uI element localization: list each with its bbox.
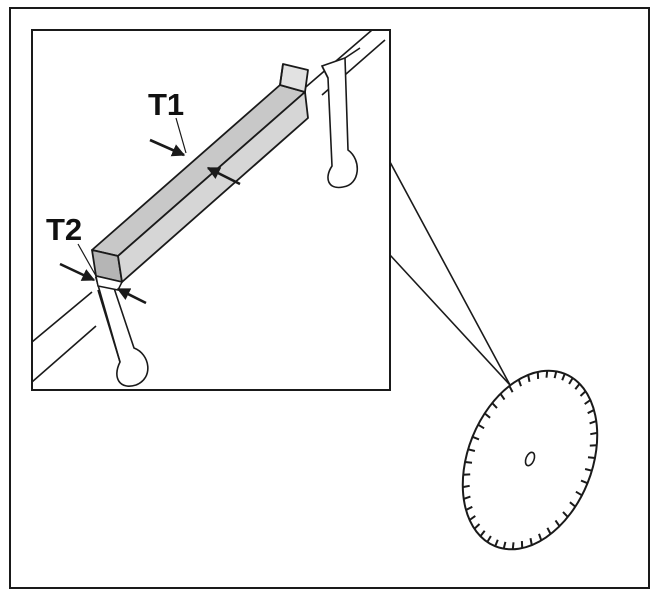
blade-tooth	[554, 519, 561, 527]
t2-arrow-left-icon	[59, 262, 96, 282]
t2-arrow-right-icon	[116, 287, 147, 305]
blade-tooth	[574, 383, 581, 390]
blade-tooth	[469, 515, 476, 521]
saw-blade	[461, 369, 599, 551]
t2-dimension: T2	[46, 212, 147, 305]
blade-tooth	[562, 511, 569, 518]
blade-tooth	[587, 409, 595, 415]
blade-tooth	[538, 533, 543, 541]
gullet-left	[94, 276, 149, 387]
blade-tooth	[517, 379, 522, 387]
blade-tooth	[568, 377, 574, 385]
blade-tooth	[584, 468, 593, 472]
blade-tooth	[491, 402, 498, 409]
blade-tooth	[486, 535, 492, 543]
projection-line-lower	[389, 254, 511, 386]
diamond-segment	[91, 63, 309, 283]
segment-top-face	[117, 91, 309, 283]
blade-tooth	[580, 479, 588, 485]
blade-teeth	[462, 370, 598, 550]
blade-tooth	[546, 527, 552, 535]
t1-arrow-right-icon	[206, 166, 241, 186]
segment-ridge	[279, 63, 284, 86]
blade-tooth	[561, 373, 566, 381]
projection-line-upper	[389, 161, 511, 386]
blade-tooth	[529, 538, 533, 546]
blade-disc	[461, 369, 599, 551]
blade-tooth	[462, 484, 470, 489]
blade-arbor-hole	[524, 451, 536, 467]
blade-tooth	[508, 385, 514, 393]
detail-inset: T1 T2	[31, 29, 391, 391]
blade-tooth	[511, 542, 515, 550]
blade-tooth	[464, 461, 473, 464]
blade-tooth	[569, 501, 576, 508]
t1-label: T1	[148, 87, 184, 122]
blade-tooth	[579, 390, 587, 397]
blade-tooth	[545, 370, 549, 378]
blade-tooth	[553, 371, 558, 379]
blade-tooth	[463, 495, 471, 500]
blade-tooth	[590, 431, 598, 436]
blade-tooth	[502, 541, 507, 549]
blade-tooth	[499, 393, 506, 401]
t1-leader-line	[175, 117, 187, 154]
blade-tooth	[527, 374, 531, 382]
blade-tooth	[575, 490, 583, 497]
t1-dimension: T1	[148, 87, 241, 186]
t2-label: T2	[46, 212, 82, 247]
blade-tooth	[589, 420, 597, 425]
blade-tooth	[587, 456, 596, 459]
blade-tooth	[467, 448, 476, 452]
blade-tooth	[477, 423, 485, 430]
blade-tooth	[484, 412, 491, 419]
blade-core-lower	[31, 291, 97, 383]
blade-tooth	[479, 530, 486, 537]
blade-tooth	[494, 539, 499, 547]
t2-leader-line	[77, 243, 97, 277]
gullet-right	[320, 47, 361, 189]
outer-frame	[9, 7, 650, 589]
blade-tooth	[465, 505, 473, 511]
t1-arrow-left-icon	[149, 138, 186, 157]
blade-tooth	[472, 435, 480, 441]
blade-tooth	[473, 523, 481, 530]
blade-tooth	[584, 399, 591, 405]
